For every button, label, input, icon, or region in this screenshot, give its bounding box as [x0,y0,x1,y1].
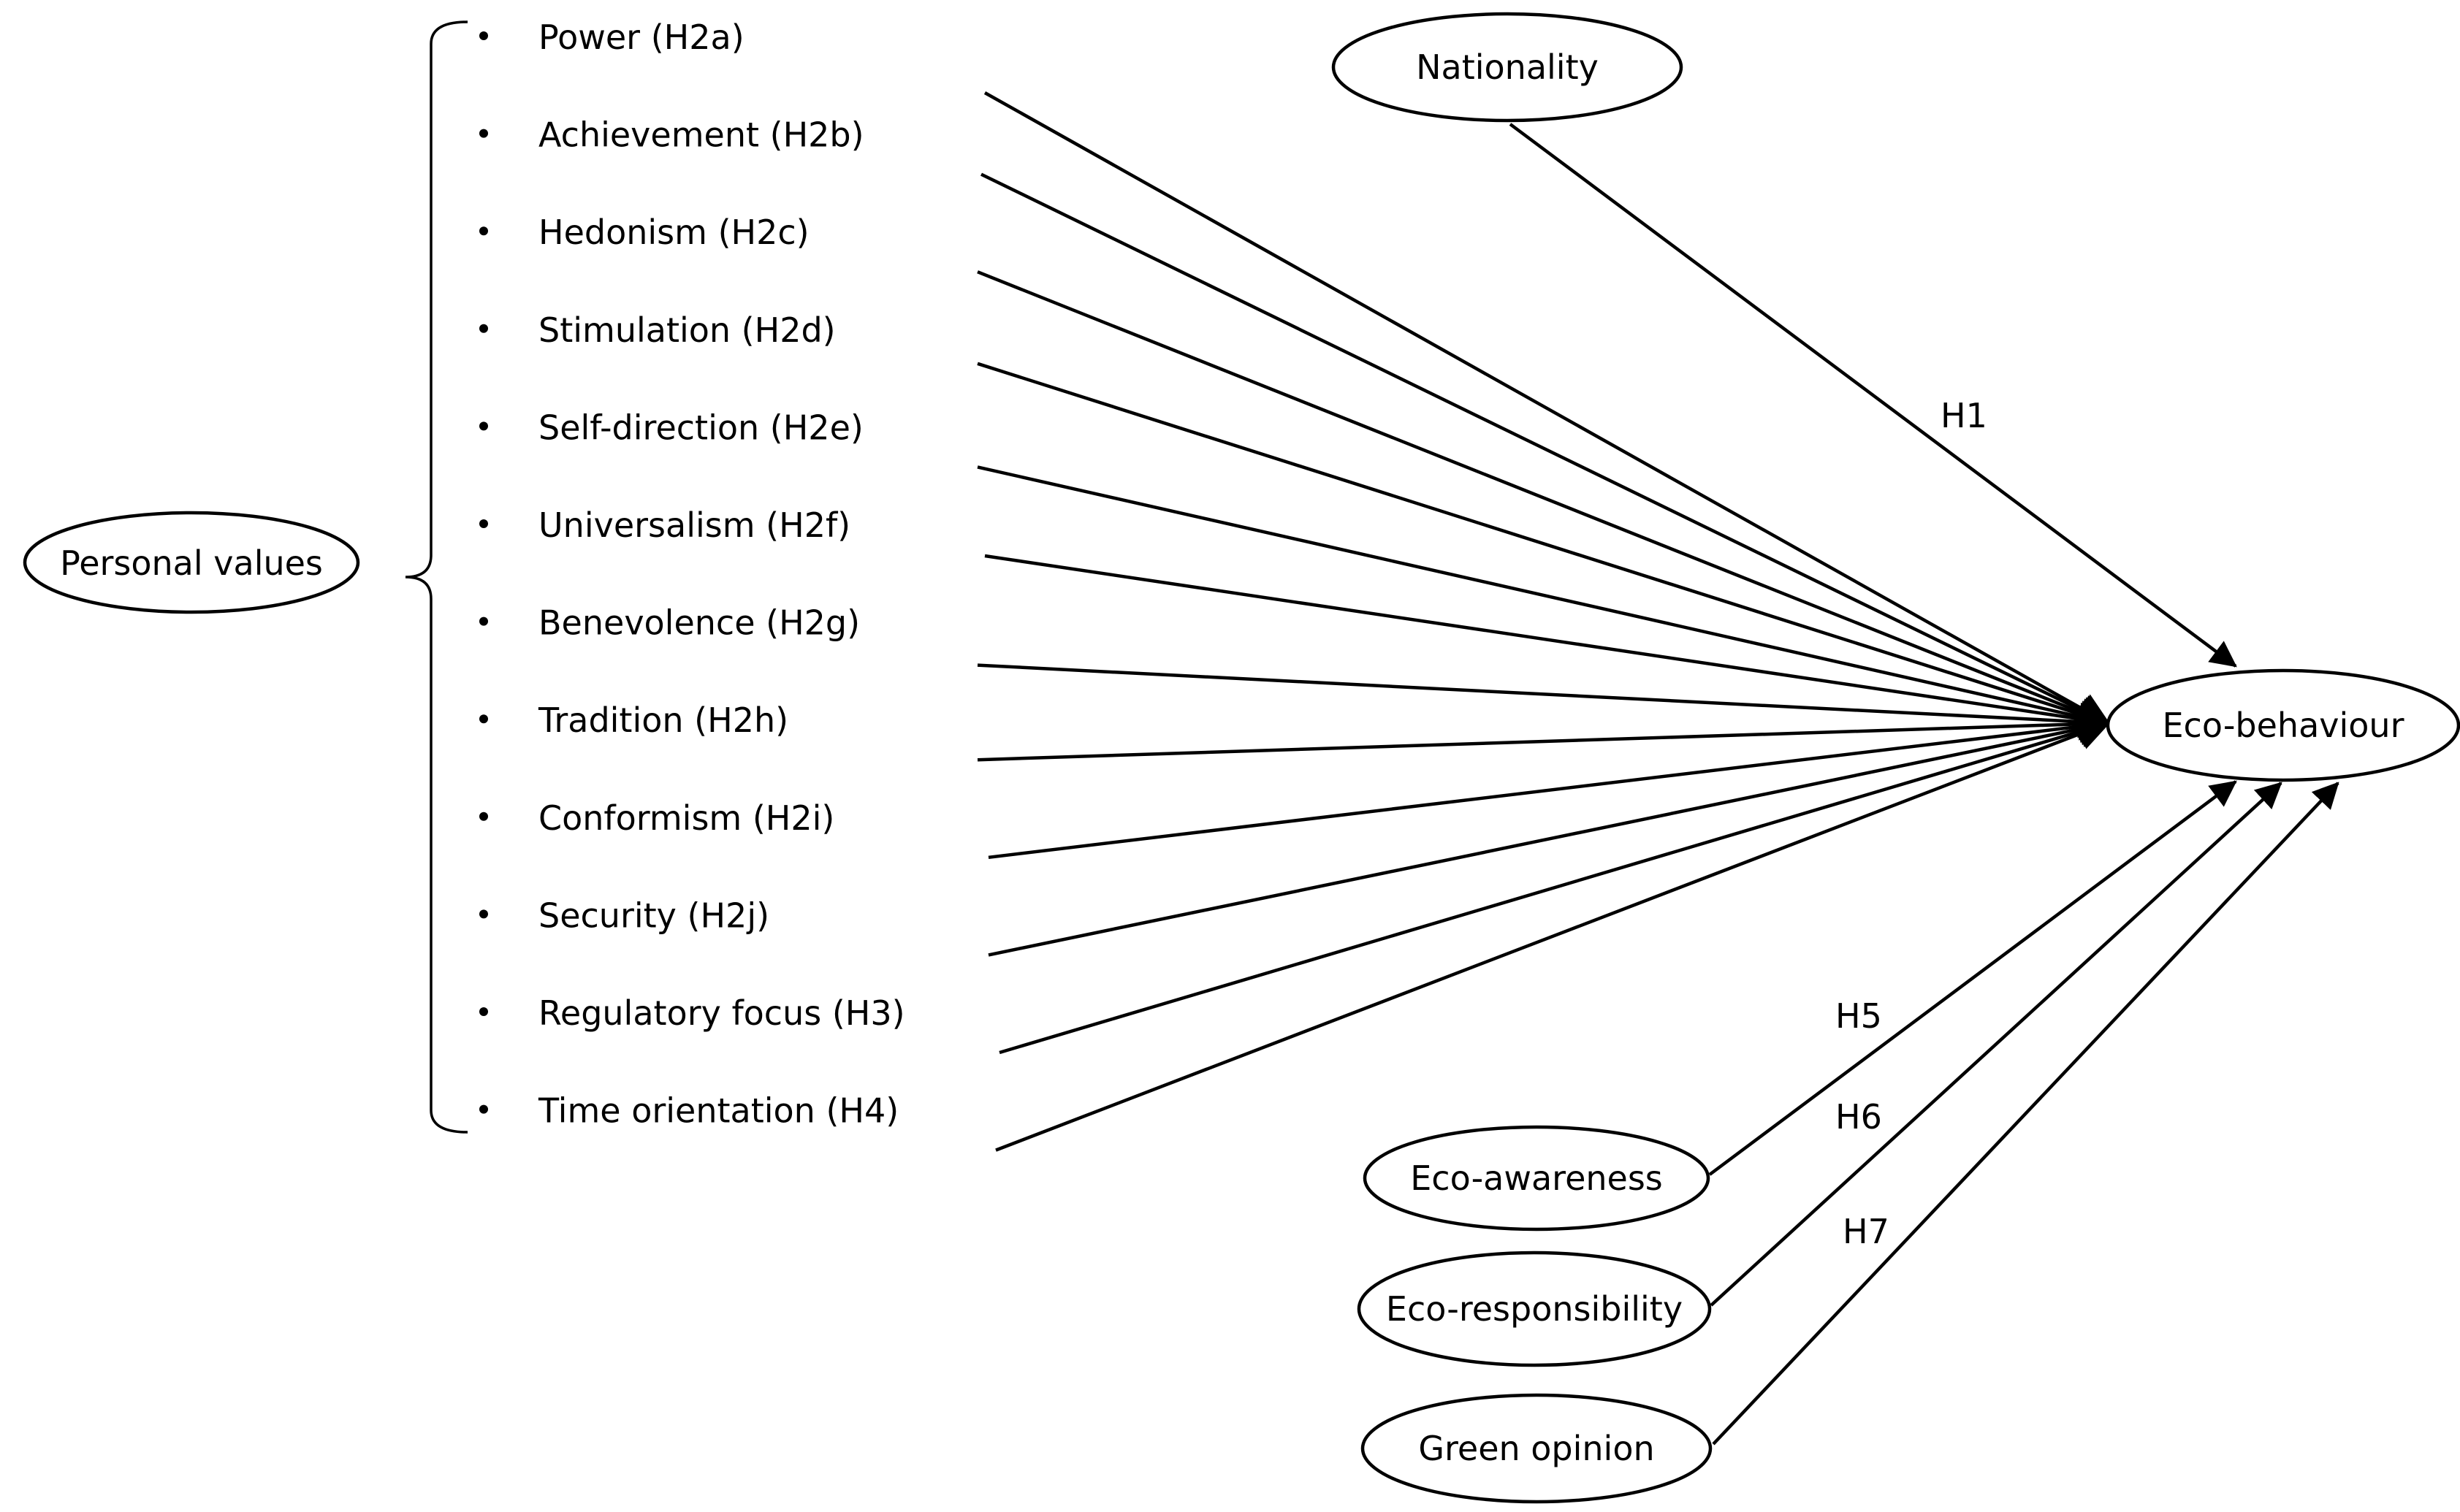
value-label: Universalism (H2f) [538,505,850,545]
edge-value-to-eco-behaviour [977,362,2111,730]
value-label: Achievement (H2b) [538,115,864,155]
edge-value-to-eco-behaviour [995,718,2111,1152]
hypothesis-h7-label: H7 [1843,1212,1889,1251]
edge-value-to-eco-behaviour [988,713,2111,957]
eco-awareness-label: Eco-awareness [1410,1158,1663,1198]
value-bullet [479,714,488,724]
value-bullet [479,1007,488,1016]
value-label: Benevolence (H2g) [538,603,860,643]
eco-responsibility-label: Eco-responsibility [1386,1289,1683,1329]
edge-value-to-eco-behaviour [984,554,2111,736]
edge-value-to-eco-behaviour [977,270,2111,728]
edge-eco-responsibility-to-eco-behaviour [1710,782,2282,1307]
personal-values-node: Personal values [23,511,360,614]
value-bullet [479,129,488,138]
value-label: Time orientation (H4) [538,1091,899,1131]
eco-responsibility-node: Eco-responsibility [1357,1251,1712,1367]
personal-values-label: Personal values [60,543,323,583]
eco-awareness-node: Eco-awareness [1363,1125,1710,1232]
value-bullet [479,421,488,431]
value-label: Self-direction (H2e) [538,408,864,447]
value-bullet [479,324,488,333]
value-label: Power (H2a) [538,18,745,57]
nationality-node: Nationality [1331,12,1683,123]
value-bullet [479,519,488,528]
value-label: Conformism (H2i) [538,798,834,838]
value-label: Security (H2j) [538,896,769,935]
hypothesis-h1-label: H1 [1941,396,1987,435]
nationality-label: Nationality [1416,47,1599,87]
value-bullet [479,909,488,919]
value-bullet [479,1104,488,1114]
edge-value-to-eco-behaviour [983,91,2111,725]
green-opinion-label: Green opinion [1418,1429,1654,1468]
value-label: Hedonism (H2c) [538,213,810,252]
edge-eco-awareness-to-eco-behaviour [1708,780,2237,1176]
edge-value-to-eco-behaviour [988,710,2111,860]
edge-value-to-eco-behaviour [977,663,2111,738]
edge-nationality-to-eco-behaviour [1509,123,2237,668]
value-label: Stimulation (H2d) [538,310,836,350]
value-bullet [479,812,488,821]
edge-value-to-eco-behaviour [977,707,2111,762]
edge-green-opinion-to-eco-behaviour [1712,782,2339,1446]
value-bullet [479,226,488,236]
edge-value-to-eco-behaviour [999,715,2111,1055]
value-label: Tradition (H2h) [538,700,788,740]
green-opinion-node: Green opinion [1360,1393,1713,1504]
value-bullet [479,616,488,626]
value-label: Regulatory focus (H3) [538,993,905,1033]
value-bullet [479,31,488,40]
eco-behaviour-node: Eco-behaviour [2106,668,2460,782]
value-edges [977,91,2111,1152]
hypothesis-h6-label: H6 [1835,1097,1882,1137]
values-brace [405,20,468,1134]
edge-value-to-eco-behaviour [977,465,2111,733]
hypothesis-h5-label: H5 [1835,996,1882,1036]
edge-value-to-eco-behaviour [980,172,2111,725]
values-list: Power (H2a) Achievement (H2b) Hedonism (H2… [479,18,905,1131]
eco-behaviour-label: Eco-behaviour [2162,706,2404,745]
